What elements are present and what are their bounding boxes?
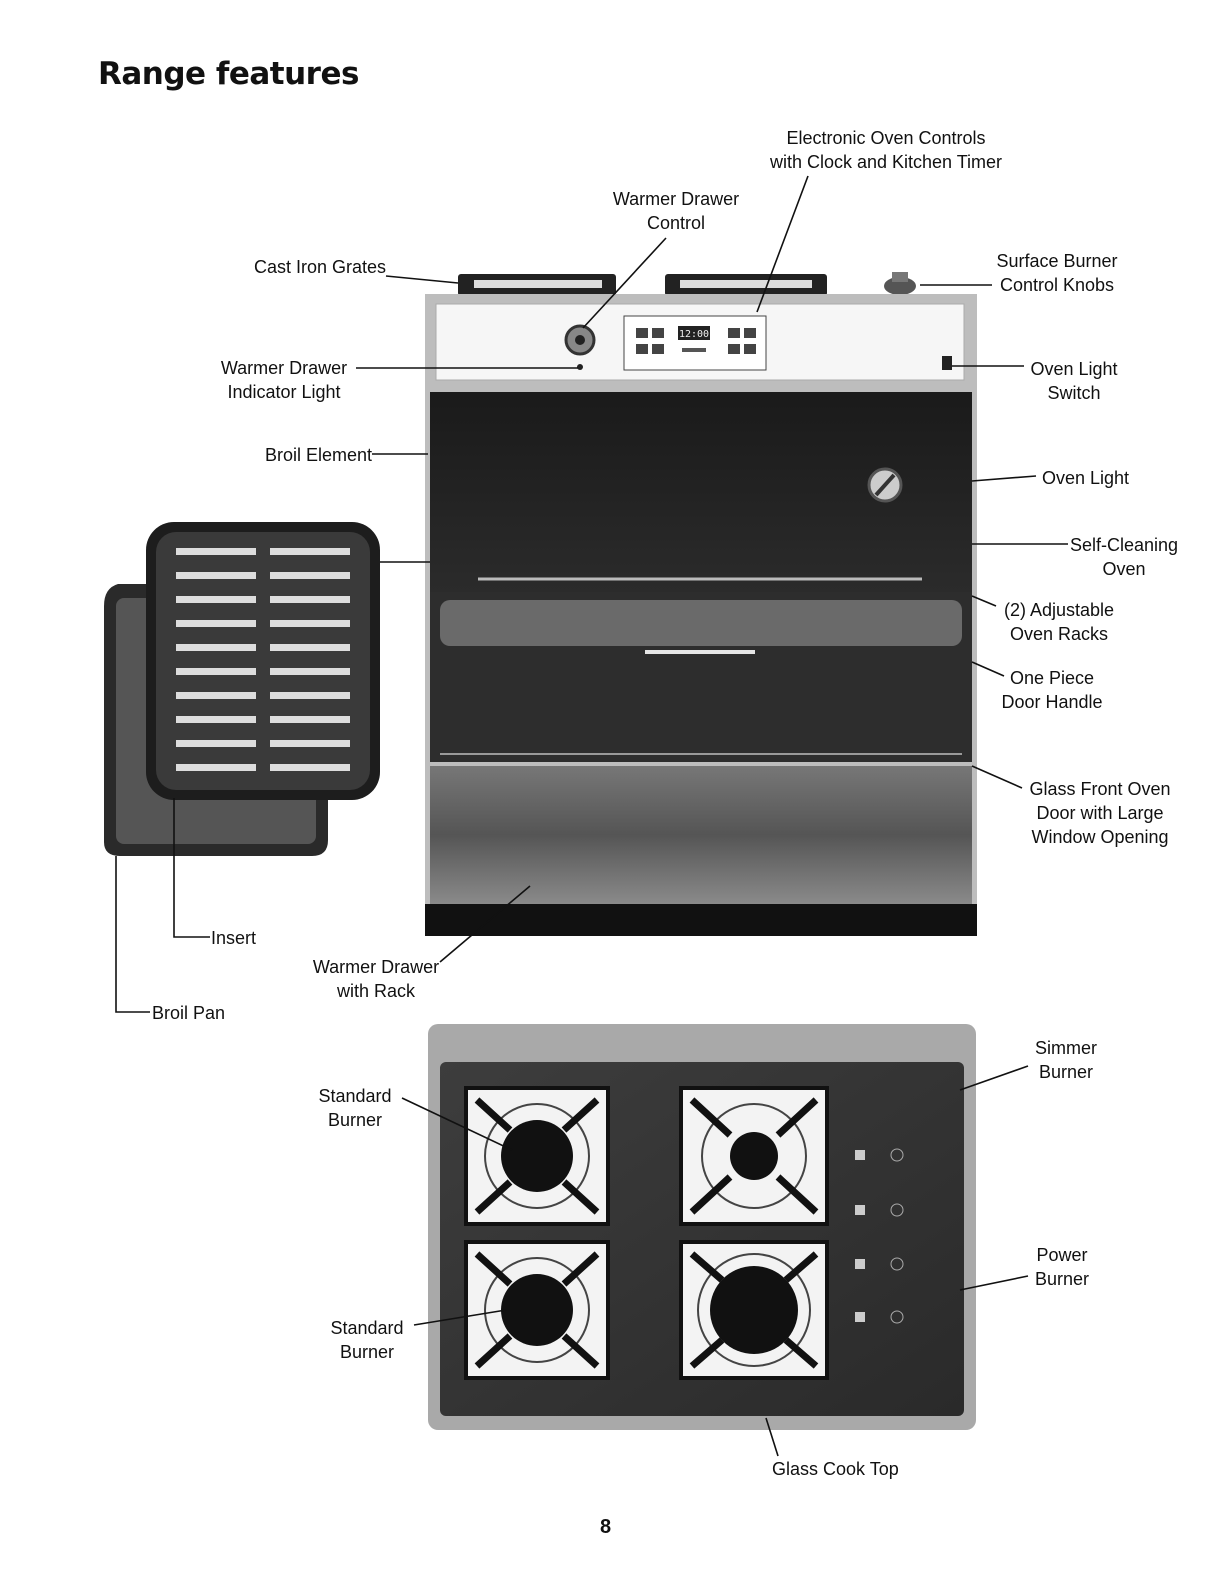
label-insert: Insert — [211, 928, 257, 948]
label-door-handle: One Piece Door Handle — [1001, 668, 1103, 712]
oven-light-switch — [942, 356, 952, 370]
warmer-drawer — [430, 766, 972, 904]
label-adjustable-racks: (2) Adjustable Oven Racks — [1003, 600, 1115, 644]
label-electronic-controls: Electronic Oven Controls with Clock and … — [769, 128, 1003, 172]
page-title: Range features — [98, 56, 359, 92]
cooktop-control-indicators — [855, 1148, 904, 1324]
label-broil-element: Broil Element — [264, 445, 372, 465]
burner-simmer — [679, 1086, 829, 1226]
burner-power — [679, 1240, 829, 1380]
label-cast-iron-grates: Cast Iron Grates — [253, 257, 386, 277]
burner-standard-top — [464, 1086, 610, 1226]
burner-standard-bottom — [464, 1240, 610, 1380]
label-oven-light-switch: Oven Light Switch — [1030, 359, 1118, 403]
label-standard-burner-bottom: Standard Burner — [330, 1318, 404, 1362]
electronic-control-pad — [623, 315, 767, 371]
label-warmer-drawer-control: Warmer Drawer Control — [612, 189, 740, 233]
door-handle — [440, 600, 962, 646]
label-surface-burner-knobs: Surface Burner Control Knobs — [996, 251, 1118, 295]
warmer-indicator-light — [577, 364, 583, 370]
label-self-cleaning-oven: Self-Cleaning Oven — [1069, 535, 1179, 579]
label-oven-light: Oven Light — [1042, 468, 1130, 488]
insert-slots — [176, 548, 350, 771]
label-simmer-burner: Simmer Burner — [1035, 1038, 1097, 1082]
page-number: 8 — [599, 1516, 612, 1538]
label-power-burner: Power Burner — [1034, 1245, 1090, 1289]
clock-display — [678, 326, 710, 340]
label-warmer-indicator: Warmer Drawer Indicator Light — [220, 358, 348, 402]
label-warmer-drawer-rack: Warmer Drawer with Rack — [312, 957, 440, 1001]
clock-display-text: 12:00 — [679, 329, 709, 340]
label-broil-pan: Broil Pan — [152, 1003, 226, 1023]
leader-lines — [115, 175, 1068, 1457]
label-glass-cook-top: Glass Cook Top — [772, 1459, 899, 1479]
label-glass-front-door: Glass Front Oven Door with Large Window … — [1029, 779, 1171, 847]
range-base — [425, 904, 977, 936]
label-standard-burner-top: Standard Burner — [318, 1086, 392, 1130]
